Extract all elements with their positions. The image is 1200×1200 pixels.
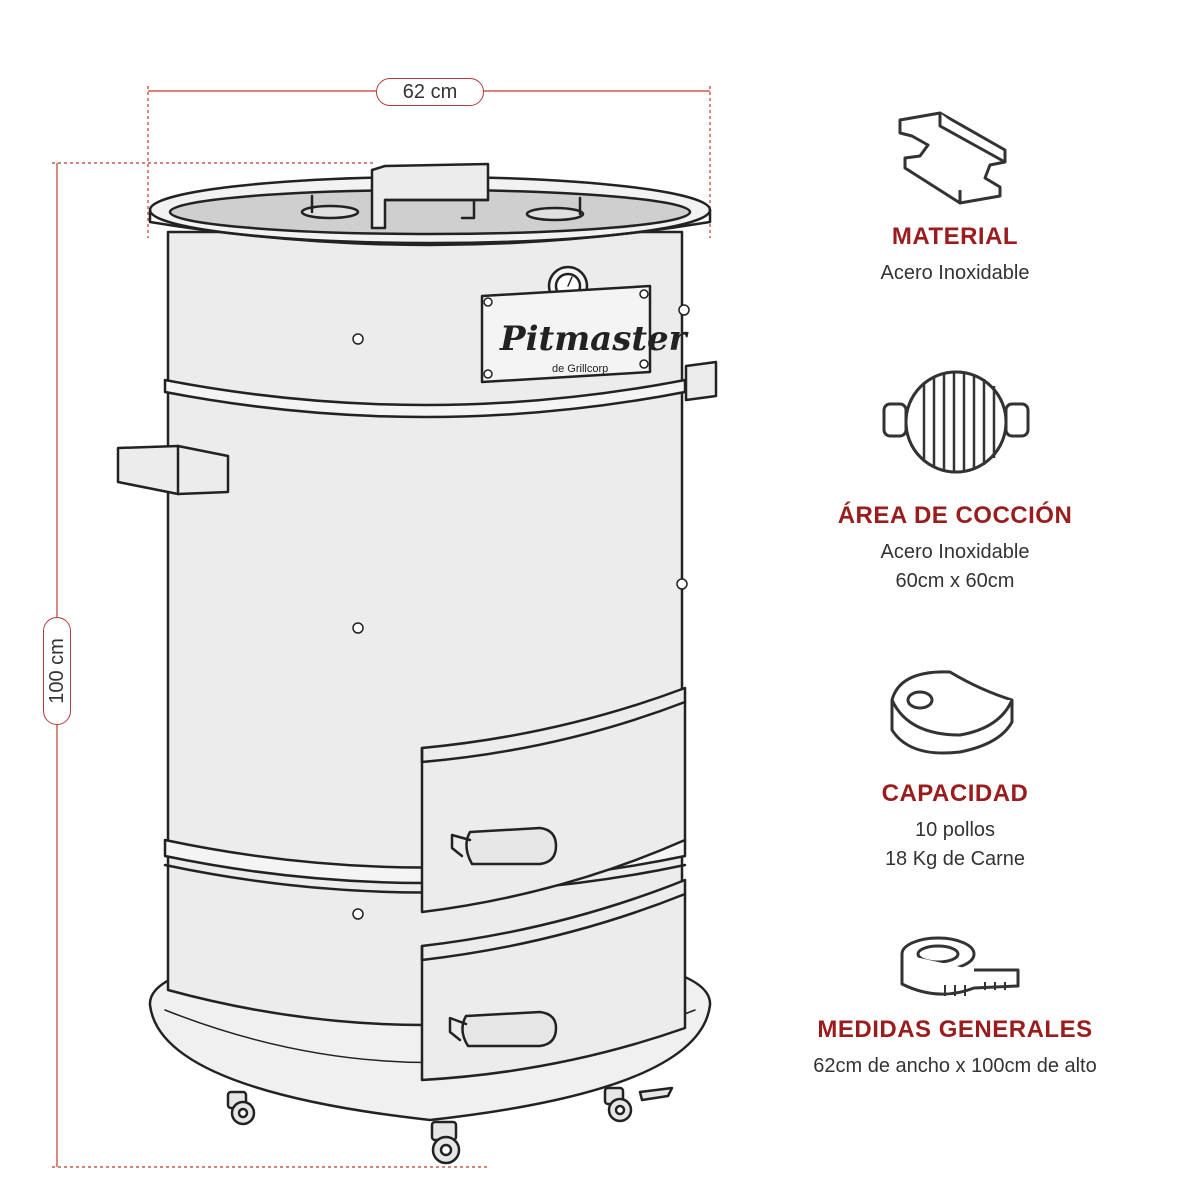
upper-door-handle <box>465 826 558 866</box>
lower-door-handle <box>461 1010 558 1048</box>
feature-text: 62cm de ancho x 100cm de alto <box>813 1055 1097 1077</box>
measuring-tape-icon <box>900 936 1020 996</box>
wheel-front <box>430 1120 461 1165</box>
feature-general-dimensions: MEDIDAS GENERALES 62cm de ancho x 100cm … <box>770 1016 1140 1081</box>
brand-logo-text: Pitmaster <box>499 319 689 359</box>
feature-text: Acero Inoxidable 60cm x 60cm <box>880 541 1030 592</box>
logo-plate <box>480 284 652 384</box>
height-dimension-label: 100 cm <box>43 617 71 725</box>
feature-title: MEDIDAS GENERALES <box>817 1016 1093 1043</box>
wheel-right <box>603 1086 674 1123</box>
right-handle-upper <box>684 360 718 402</box>
feature-text: 10 pollos 18 Kg de Carne <box>884 819 1026 870</box>
feature-title: MATERIAL <box>891 223 1019 250</box>
feature-material: MATERIAL Acero Inoxidable <box>790 223 1120 288</box>
brand-sub-text: de Grillcorp <box>552 363 608 375</box>
height-dimension-line <box>52 162 487 1168</box>
steel-beam-icon <box>898 111 1007 205</box>
feature-cooking-area: ÁREA DE COCCIÓN Acero Inoxidable 60cm x … <box>790 502 1120 596</box>
height-dimension-text: 100 cm <box>46 638 68 704</box>
grill-grate-icon <box>882 370 1030 474</box>
wheel-left <box>226 1090 256 1126</box>
feature-title: ÁREA DE COCCIÓN <box>837 502 1073 529</box>
width-dimension-label: 62 cm <box>376 78 484 106</box>
left-handle <box>116 444 230 496</box>
feature-title: CAPACIDAD <box>881 780 1029 807</box>
steak-icon <box>890 670 1014 755</box>
feature-capacity: CAPACIDAD 10 pollos 18 Kg de Carne <box>790 780 1120 874</box>
feature-text: Acero Inoxidable <box>880 262 1030 284</box>
